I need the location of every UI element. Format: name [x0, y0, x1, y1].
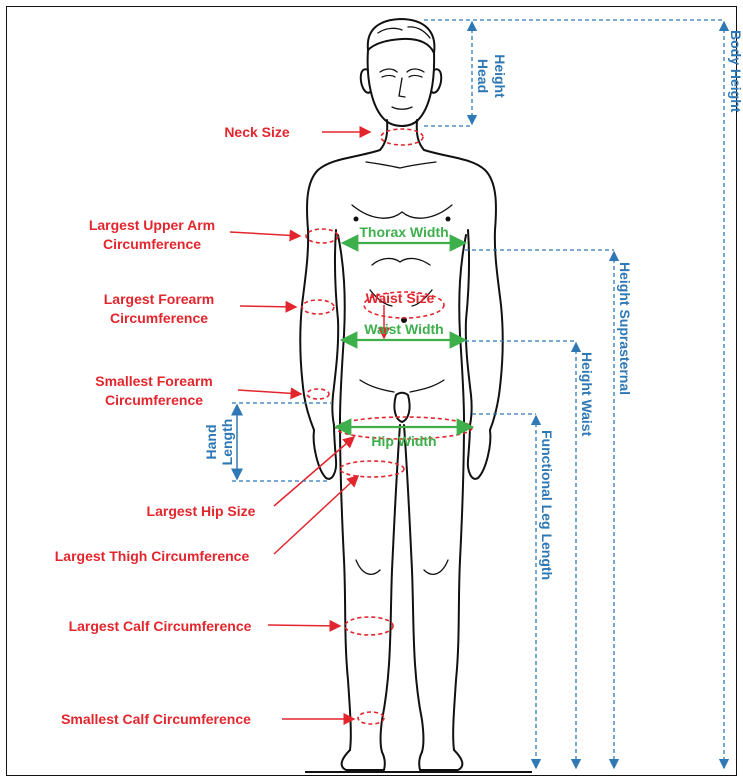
head-height-label-line2: Height: [492, 54, 508, 98]
waist-width-label: Waist Width: [364, 321, 443, 337]
calf-label: Largest Calf Circumference: [69, 618, 252, 634]
hand-length-label-line1: Hand: [203, 425, 219, 460]
hip-width-label: Hip Width: [371, 433, 436, 449]
forearm-ellipse: [302, 300, 334, 314]
calf-arrow: [268, 625, 340, 626]
small-forearm-arrow: [238, 390, 301, 394]
functional-leg-length-label: Functional Leg Length: [539, 430, 555, 580]
upper-arm-label-line2: Circumference: [103, 236, 201, 252]
small-forearm-ellipse: [307, 389, 329, 399]
height-waist-label: Height Waist: [579, 352, 595, 437]
neck-size-label: Neck Size: [224, 124, 290, 140]
upper-arm-ellipse: [306, 229, 338, 243]
hip-size-label: Largest Hip Size: [147, 503, 256, 519]
forearm-label-line2: Circumference: [110, 310, 208, 326]
calf-ellipse: [345, 617, 393, 635]
forearm-label-line1: Largest Forearm: [104, 291, 214, 307]
small-calf-ellipse: [358, 712, 384, 724]
thigh-ellipse: [340, 461, 404, 477]
upper-arm-label-line1: Largest Upper Arm: [89, 217, 215, 233]
small-forearm-label-line1: Smallest Forearm: [95, 373, 213, 389]
thigh-arrow: [274, 476, 358, 554]
upper-arm-arrow: [230, 232, 300, 236]
thigh-label: Largest Thigh Circumference: [55, 548, 250, 564]
small-calf-label: Smallest Calf Circumference: [61, 711, 251, 727]
head-height-label-line1: Head: [475, 59, 491, 93]
height-suprasternal-label: Height Suprasternal: [617, 262, 633, 395]
small-forearm-label-line2: Circumference: [105, 392, 203, 408]
hand-length-label-line2: Length: [219, 419, 235, 466]
thorax-width-label: Thorax Width: [359, 224, 448, 240]
waist-size-label: Waist Size: [366, 290, 435, 306]
body-height-label: Body Height: [728, 30, 743, 113]
forearm-arrow: [240, 306, 296, 307]
